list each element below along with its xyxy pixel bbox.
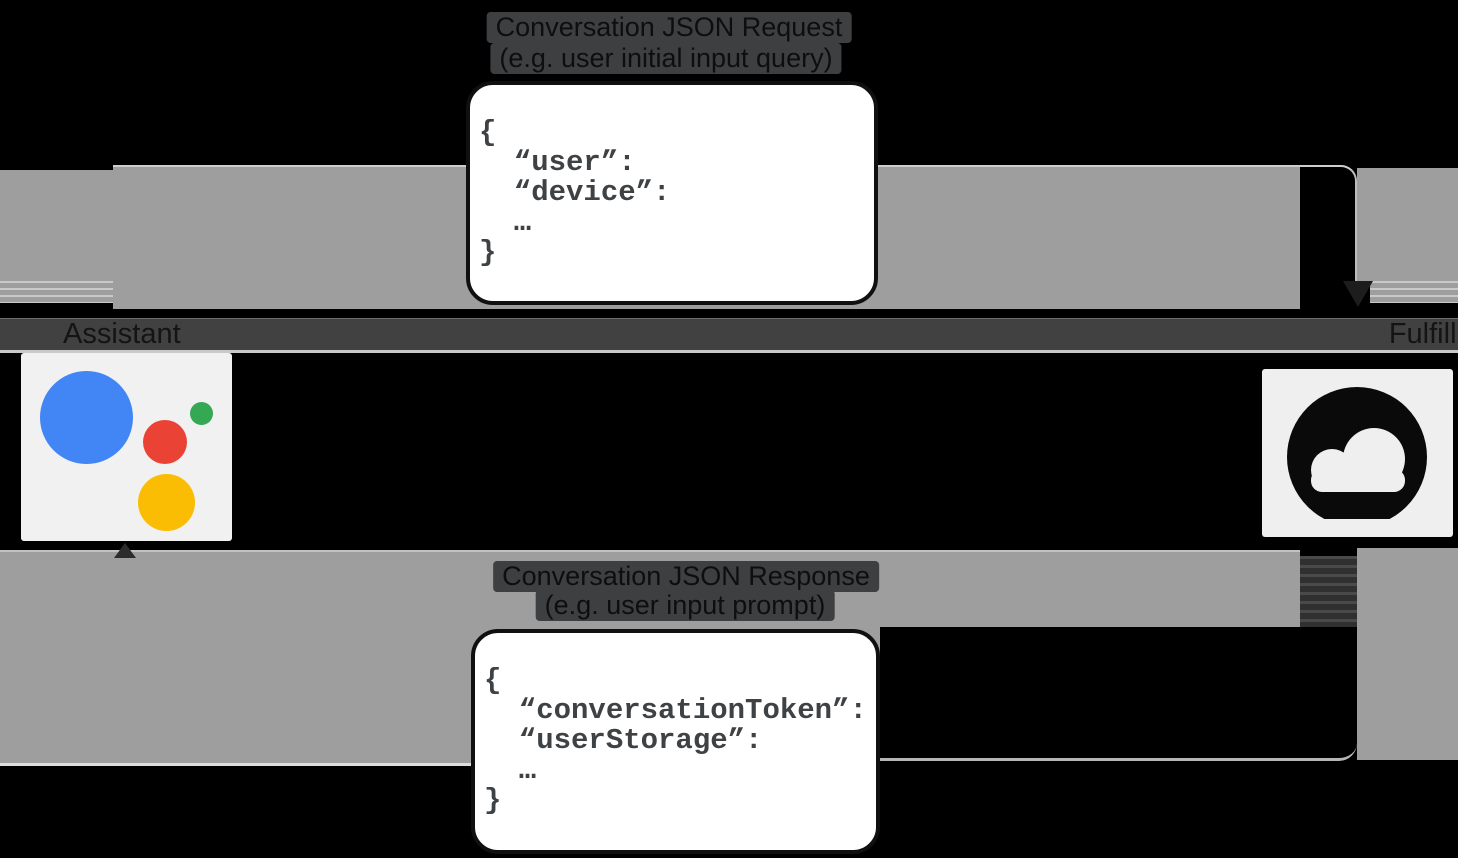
arrowhead-down-icon [1343,281,1373,307]
fulfillment-cloud-icon [1262,369,1453,541]
request-json-callout: { “user”: “device”: … } [466,81,878,305]
bottom-arrow-tail-area [1357,548,1458,760]
assistant-node-label: Assistant [63,318,181,350]
node-label-bar: Assistant Fulfillment [0,318,1458,353]
response-json-code: { “conversationToken”: “userStorage”: … … [484,664,867,817]
request-json-code: { “user”: “device”: … } [479,116,671,269]
bottom-arrow-corner [880,627,1357,761]
top-arrow-label-line1: Conversation JSON Request [486,12,852,43]
top-arrow-label-line2: (e.g. user initial input query) [490,43,842,74]
fulfillment-node-label: Fulfillment [1388,318,1458,350]
top-arrow-head-area [1357,168,1458,281]
assistant-blue-dot [40,371,133,464]
top-arrow-tail-stripes [0,281,113,303]
response-json-callout: { “conversationToken”: “userStorage”: … … [471,629,880,854]
arrowhead-up-icon [114,543,136,558]
bottom-arrow-shaft-upper [880,550,1300,629]
assistant-yellow-dot [138,474,195,531]
top-arrow-head-stripes [1370,281,1458,303]
assistant-red-dot [143,420,187,464]
assistant-green-dot [190,402,213,425]
bottom-arrow-tail-stripes [1300,556,1357,627]
bottom-arrow-label-line2: (e.g. user input prompt) [535,590,835,621]
top-arrow-corner [1300,165,1357,283]
cloud-icon [1270,387,1445,541]
top-arrow-tail-area [0,170,113,281]
google-assistant-icon [21,353,232,541]
bottom-arrow-label-line1: Conversation JSON Response [493,561,879,592]
